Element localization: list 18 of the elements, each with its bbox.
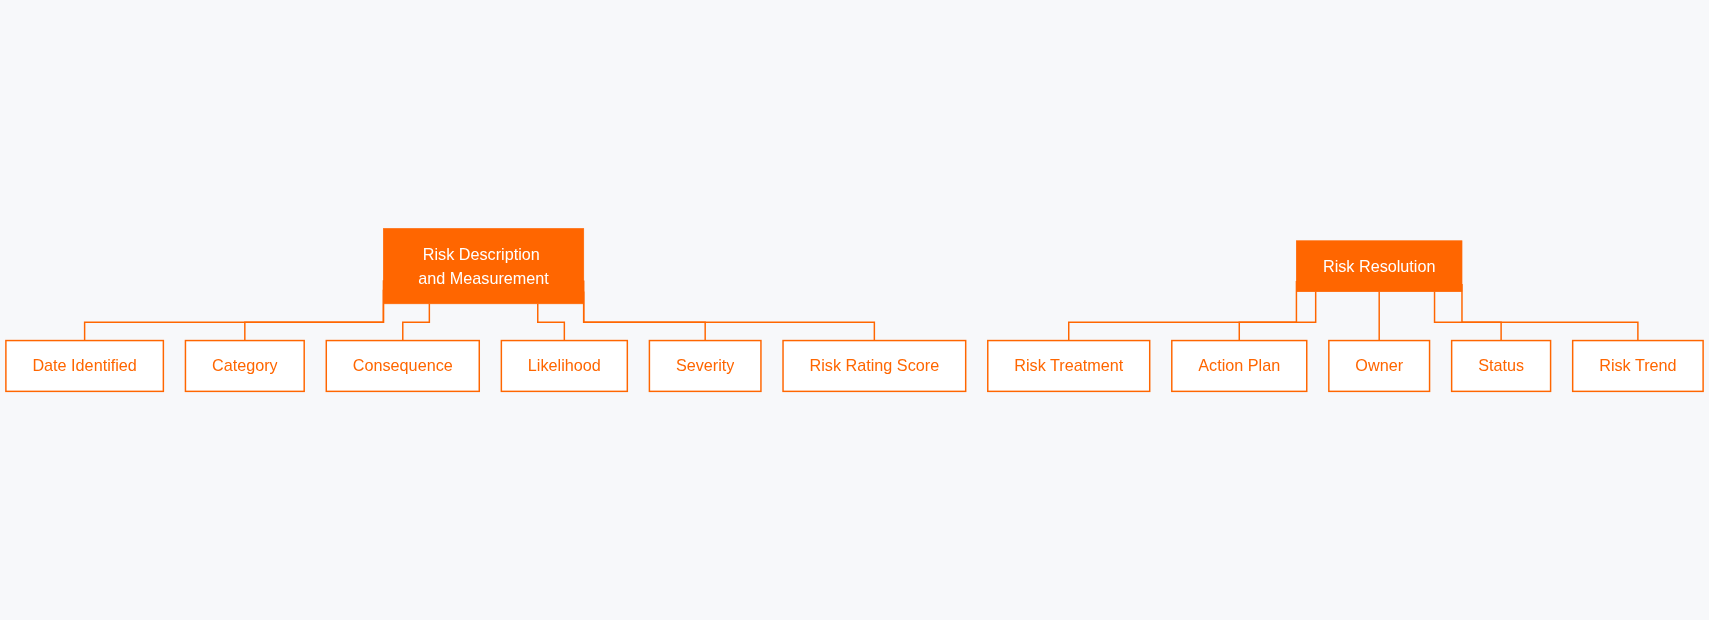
node-box: Risk Rating Score [782, 339, 967, 393]
connector [402, 303, 431, 342]
node-box: Risk Trend [1571, 339, 1704, 393]
node-box: Risk Treatment [987, 339, 1151, 393]
node-box: Likelihood [500, 339, 629, 393]
connector [1433, 290, 1502, 342]
connector [1378, 290, 1380, 342]
node-box: Consequence [325, 339, 480, 393]
connector [537, 303, 566, 342]
node-box: Category [184, 339, 305, 393]
node-box: Owner [1328, 339, 1431, 393]
node-box: Risk Description and Measurement [383, 228, 585, 305]
node-box: Severity [648, 339, 762, 393]
node-box: Date Identified [5, 339, 165, 393]
node-box: Status [1450, 339, 1552, 393]
connector [1238, 290, 1317, 342]
node-box: Action Plan [1171, 339, 1308, 393]
node-box: Risk Resolution [1296, 240, 1463, 292]
